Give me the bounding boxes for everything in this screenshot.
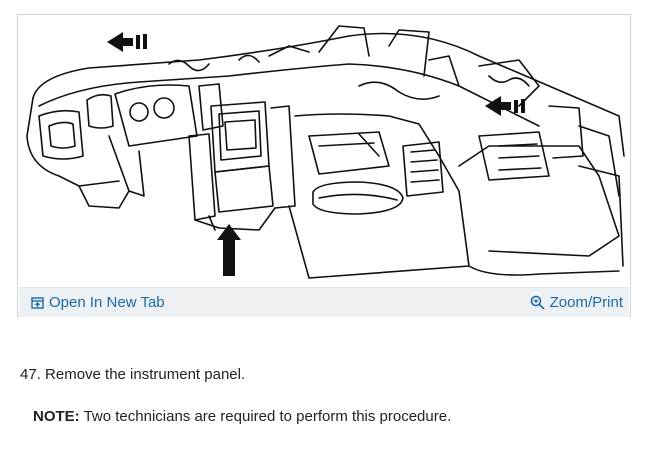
note: NOTE: Two technicians are required to pe… <box>33 408 451 425</box>
zoom-print-link[interactable]: Zoom/Print <box>530 288 623 317</box>
open-in-new-tab-label: Open In New Tab <box>49 294 165 311</box>
zoom-print-label: Zoom/Print <box>549 294 623 311</box>
magnifier-icon <box>530 295 545 310</box>
figure-toolbar: Open In New Tab Zoom/Print <box>19 287 629 317</box>
step-instruction: 47. Remove the instrument panel. <box>20 366 246 383</box>
note-label: NOTE: <box>33 408 80 425</box>
instrument-panel-diagram <box>19 16 629 286</box>
figure-frame: Open In New Tab Zoom/Print <box>17 14 631 317</box>
note-body: Two technicians are required to perform … <box>79 408 452 425</box>
open-in-new-tab-link[interactable]: Open In New Tab <box>31 288 165 317</box>
open-in-new-tab-icon <box>31 296 44 309</box>
